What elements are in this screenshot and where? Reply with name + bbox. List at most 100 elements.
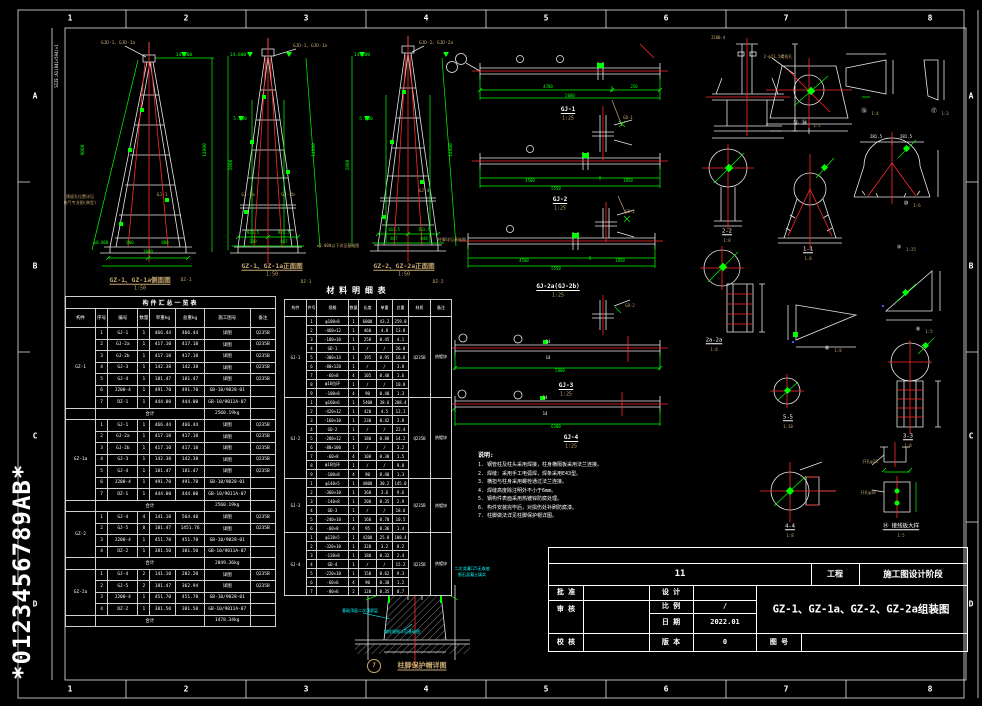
table-cell: 417.10 xyxy=(175,430,205,443)
table-cell: 1 xyxy=(348,433,359,443)
drawing-title: GZ-1、GZ-1a、GZ-2、GZ-2a组装图 xyxy=(772,603,950,616)
table-cell: 详图 xyxy=(203,522,251,535)
fig-label: 细石混凝土填实 xyxy=(458,572,486,577)
table-cell: -80×100 xyxy=(316,442,349,452)
fig-label: 基础顶面二次灌浆层 xyxy=(342,608,378,613)
fig-label: 1:50 xyxy=(133,285,147,292)
table-cell: 1 xyxy=(95,327,109,340)
table-cell: 1.3 xyxy=(392,388,409,398)
table-cell: 360 xyxy=(358,487,377,497)
table-cell: DZ-1 xyxy=(107,488,139,501)
check-label: 校 核 xyxy=(556,638,576,646)
table-cell: 1 xyxy=(137,338,151,351)
table-cell: GJ-4 xyxy=(107,373,139,386)
table-cell: 6 xyxy=(306,442,317,452)
table-cell: 详图 xyxy=(203,453,251,466)
table-cell: GZ-1 xyxy=(64,327,97,409)
table-cell: 1 xyxy=(137,442,151,455)
table-cell: -60×6 xyxy=(316,577,349,587)
table-cell: GB-10/9028-01 xyxy=(203,476,251,489)
table-cell: GB-10/9011A-07 xyxy=(203,488,251,501)
table-cell: / xyxy=(376,343,393,353)
table-cell: 0.36 xyxy=(376,523,393,533)
table-cell: 282.20 xyxy=(175,568,205,581)
table-cell: 7 xyxy=(306,451,317,461)
fig-label: GD-1 xyxy=(623,115,633,120)
fig-label: GJ-4 xyxy=(418,188,430,194)
table-cell: 466.44 xyxy=(149,327,177,340)
table-cell: 141.10 xyxy=(149,568,177,581)
table-cell: Q235B xyxy=(249,350,277,363)
table-cell: GJ-4 xyxy=(107,465,139,478)
fig-label: DZ-2 xyxy=(432,279,444,285)
table-cell: / xyxy=(358,343,377,353)
table-cell: 详图 xyxy=(203,430,251,443)
table-cell: 规格 xyxy=(316,299,349,317)
table-cell: 0.38 xyxy=(376,451,393,461)
table-cell xyxy=(249,384,277,397)
table-cell: 1 xyxy=(137,350,151,363)
table-cell: 2 xyxy=(95,580,109,593)
design-stage: 施工图设计阶段 xyxy=(883,570,943,580)
table-cell: 5 xyxy=(306,433,317,443)
fig-label: 7 xyxy=(372,662,376,669)
table-cell: 材质 xyxy=(408,299,431,317)
table-cell: 总重kg xyxy=(175,308,205,328)
fig-label: 923.5 xyxy=(277,230,291,235)
table-cell: / xyxy=(358,505,377,515)
fig-label: 2-φ21.5螺栓孔 xyxy=(763,54,793,59)
table-cell: GD-4 xyxy=(316,559,349,569)
note-item: 6. 构件安装完毕后，对损伤处补刷防腐漆。 xyxy=(478,504,578,511)
table-cell: 6 xyxy=(306,577,317,587)
table-cell xyxy=(249,396,277,409)
table-cell: -300×14 xyxy=(316,352,349,362)
table-cell: GJ-2b xyxy=(107,442,139,455)
project-label: 工程 xyxy=(827,569,843,579)
table-cell: 2560.19kg xyxy=(203,499,251,512)
table-cell: 1.6 xyxy=(392,370,409,380)
notes-block: 说明: 1. 钢管柱及柱头采用焊接，柱身横隔板采用法兰连接。2. 焊缝：采用手工… xyxy=(478,450,673,521)
table-cell: GJ-2b xyxy=(107,350,139,363)
table-cell: 详图 xyxy=(203,465,251,478)
table-cell: 142.38 xyxy=(149,453,177,466)
fig-label: 3-3 xyxy=(903,433,913,440)
table-cell: 单重 xyxy=(376,299,393,317)
table-cell: 4 xyxy=(348,388,359,398)
table-cell: 18.6 xyxy=(392,505,409,515)
table-cell: 9.3 xyxy=(392,568,409,578)
table-cell: 详图 xyxy=(203,580,251,593)
fig-label: 1:25 xyxy=(553,205,567,212)
table-cell: 0.88 xyxy=(376,433,393,443)
table-cell: 1 xyxy=(348,559,359,569)
table-cell: J200-4 xyxy=(107,534,139,547)
fig-no-label: 图 号 xyxy=(769,638,789,646)
table-cell: 8.2 xyxy=(392,541,409,551)
table-cell: 3 xyxy=(306,496,317,506)
table-cell: 181.47 xyxy=(149,465,177,478)
table-cell: Q235B xyxy=(408,397,431,479)
table-cell xyxy=(249,614,277,627)
table-cell: 466.44 xyxy=(175,327,205,340)
border-zone-label: 7 xyxy=(783,13,789,23)
table-cell: 6 xyxy=(95,384,109,397)
border-zone-label: 4 xyxy=(423,684,429,694)
table-cell xyxy=(249,545,277,558)
fig-label: 5550 xyxy=(551,186,561,191)
fig-label: 预留孔位置详见 xyxy=(66,194,94,199)
review-label: 审 核 xyxy=(556,605,576,613)
table-cell: 7 xyxy=(95,488,109,501)
table-cell: 3 xyxy=(306,334,317,344)
fig-label: 电气专业图(典型) xyxy=(63,200,97,205)
table-cell: GB-10/9011A-07 xyxy=(203,603,251,616)
table-cell: 7 xyxy=(95,396,109,409)
table-cell: GJ-2 xyxy=(284,397,307,479)
table-cell xyxy=(64,407,97,420)
table-cell: 详图 xyxy=(203,511,251,524)
